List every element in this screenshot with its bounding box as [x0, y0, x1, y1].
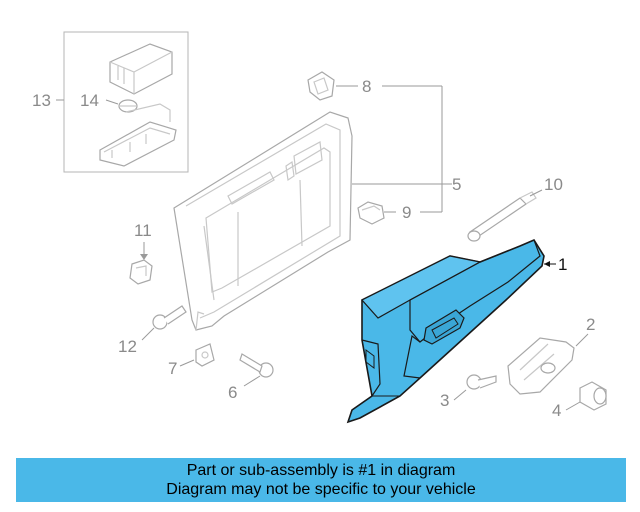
arrow-1: [544, 261, 550, 267]
lamp-lens-part: [99, 103, 177, 167]
clip-part-11: [129, 259, 153, 285]
callout-10: 10: [544, 175, 563, 194]
screw-part-3: [466, 374, 497, 390]
callout-11: 11: [134, 221, 152, 240]
bumper-part-8: [307, 71, 335, 101]
leader-6: [243, 375, 261, 387]
banner-line-2: Diagram may not be specific to your vehi…: [166, 481, 476, 498]
glove-box-part-1[interactable]: [346, 238, 545, 424]
leader-2: [575, 333, 589, 347]
banner-line-1: Part or sub-assembly is #1 in diagram: [186, 462, 456, 479]
leader-12: [141, 327, 155, 341]
callout-14: 14: [80, 91, 99, 110]
callout-4: 4: [552, 401, 561, 420]
callout-5: 5: [452, 175, 461, 194]
damper-part-10: [467, 191, 537, 242]
callout-8: 8: [362, 77, 371, 96]
callout-12: 12: [118, 337, 137, 356]
arrow-11: [140, 254, 148, 260]
lamp-housing-part: [109, 43, 173, 95]
callout-2: 2: [586, 315, 595, 334]
info-banner: Part or sub-assembly is #1 in diagram Di…: [16, 458, 626, 502]
callout-9: 9: [402, 203, 411, 222]
leader-7: [179, 359, 195, 367]
callout-7: 7: [168, 359, 177, 378]
bolt-part-12: [152, 305, 187, 330]
inset-box-13: [63, 31, 189, 173]
callout-6: 6: [228, 383, 237, 402]
glove-box-frame-part: [173, 111, 353, 331]
leader-10: [529, 189, 543, 197]
leader-3: [453, 389, 467, 401]
callout-1: 1: [558, 255, 567, 274]
screw-part-6: [239, 353, 274, 378]
lock-cylinder-part-4: [579, 381, 607, 411]
latch-part-2: [507, 337, 575, 395]
callout-13: 13: [32, 91, 51, 110]
leader-5: [352, 85, 452, 213]
grommet-part-9: [357, 201, 385, 225]
callout-3: 3: [440, 391, 449, 410]
leader-14: [105, 99, 119, 105]
nut-part-7: [195, 343, 215, 367]
leader-4: [565, 401, 581, 411]
